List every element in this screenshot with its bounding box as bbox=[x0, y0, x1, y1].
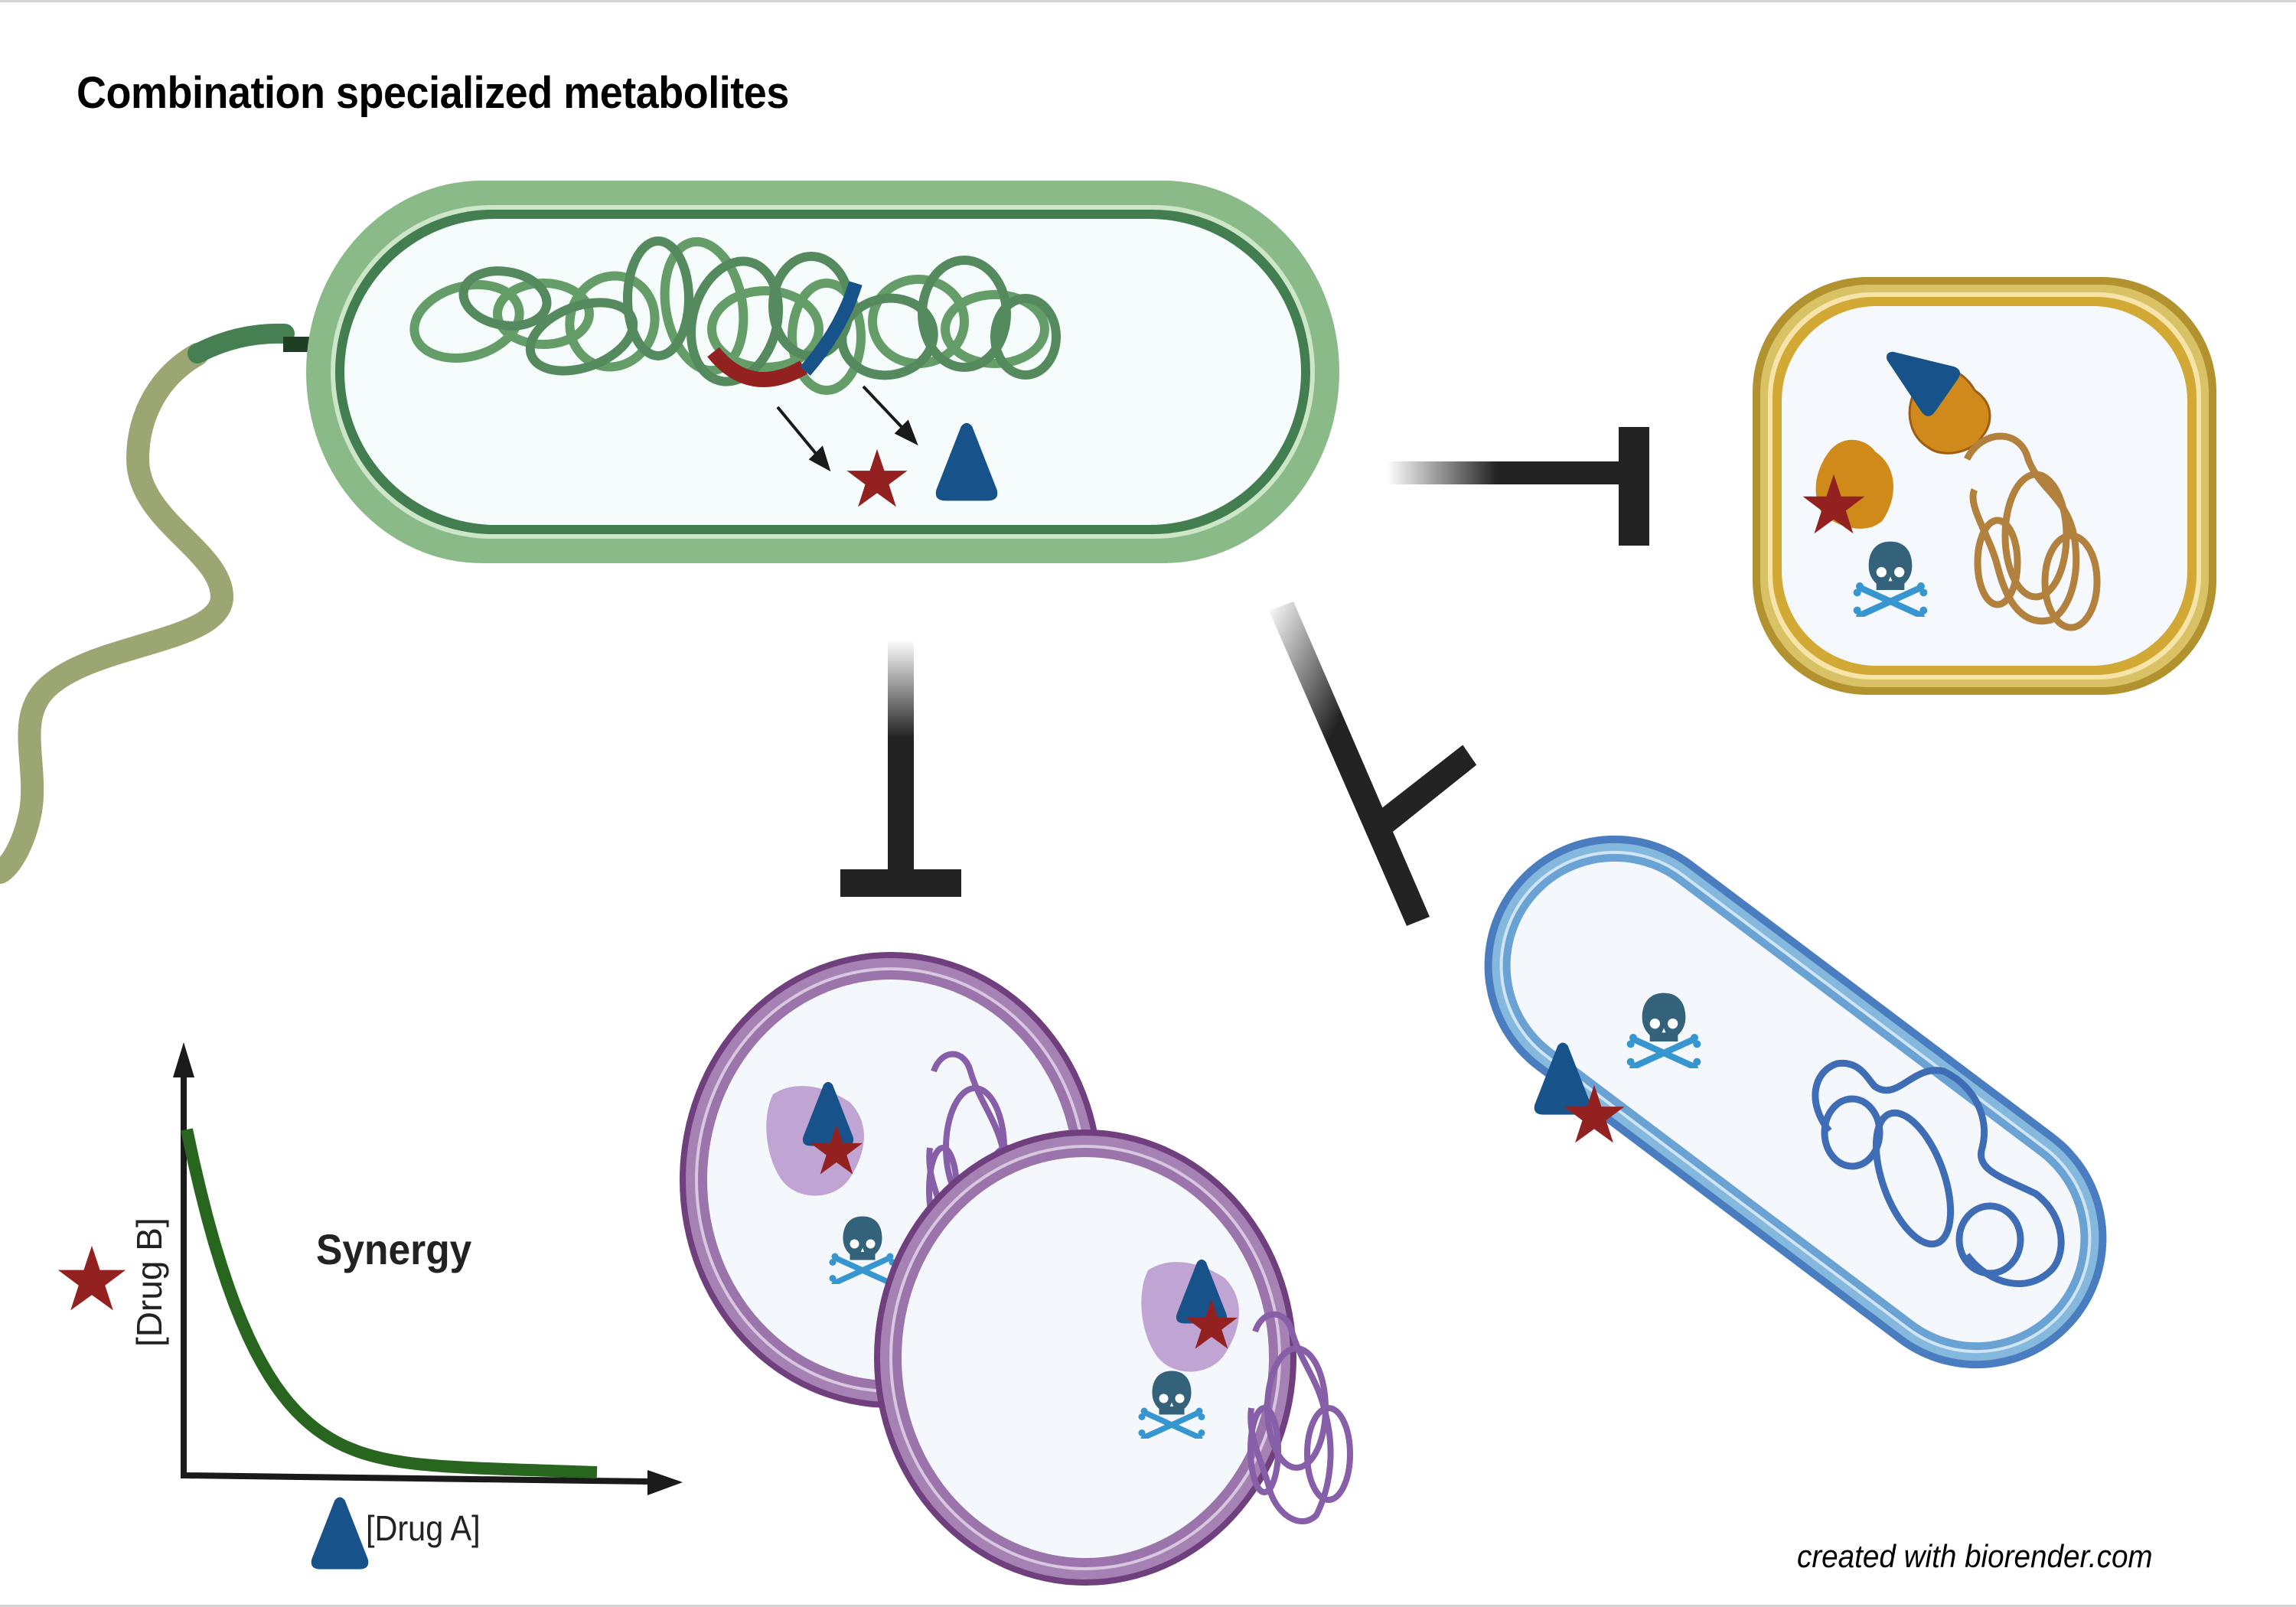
bottom-border bbox=[0, 1605, 2296, 1607]
synergy-plot bbox=[57, 1042, 683, 1570]
inhibition-arrow-down bbox=[840, 640, 961, 897]
drug-a-triangle-icon bbox=[311, 1497, 369, 1570]
x-axis-arrowhead bbox=[647, 1470, 683, 1495]
producer-bacterium bbox=[306, 181, 1339, 563]
dna-coil bbox=[1812, 1059, 2065, 1287]
credit-text: created with biorender.com bbox=[1797, 1538, 2153, 1574]
drug-b-star-icon bbox=[57, 1245, 126, 1311]
isobologram-curve bbox=[181, 1128, 598, 1478]
dna-coil bbox=[409, 236, 1061, 395]
page-title: Combination specialized metabolites bbox=[77, 68, 789, 118]
gene-drug-a bbox=[800, 281, 863, 376]
y-axis-label: [Drug B] bbox=[129, 1217, 169, 1347]
x-axis-label: [Drug A] bbox=[366, 1508, 481, 1548]
x-axis bbox=[183, 1472, 651, 1485]
inhibition-arrow-right bbox=[1387, 427, 1649, 546]
dna-coil bbox=[1247, 1311, 1353, 1524]
dna-coil bbox=[1963, 432, 2101, 631]
synthesis-arrows bbox=[776, 385, 918, 472]
yeast-like-cell bbox=[1753, 277, 2216, 695]
top-border bbox=[0, 0, 2296, 2]
y-axis-arrowhead bbox=[173, 1042, 194, 1077]
coccus-cell-2 bbox=[874, 1129, 1353, 1586]
gene-drug-b bbox=[707, 347, 807, 387]
synergy-label: Synergy bbox=[316, 1225, 472, 1273]
inhibition-arrow-diagonal bbox=[1269, 601, 1477, 926]
